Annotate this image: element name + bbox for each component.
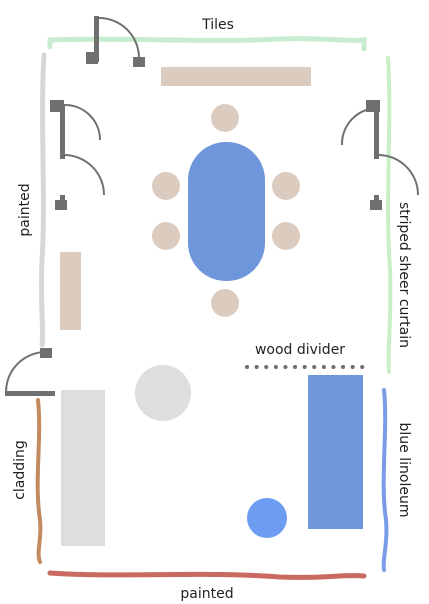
chair-left-1 [152, 172, 180, 200]
door-left-lower[interactable] [5, 348, 55, 396]
label-tiles: Tiles [201, 17, 234, 33]
door-left-upper[interactable] [50, 100, 105, 210]
blue-rug [308, 375, 363, 529]
label-cladding: cladding [12, 440, 28, 500]
label-striped-sheer-curtain: striped sheer curtain [396, 202, 412, 348]
curtain-wall-right-upper [386, 56, 393, 374]
painted-wall-bottom [47, 570, 367, 580]
blue-ball [247, 498, 287, 538]
grey-counter [61, 390, 105, 546]
linoleum-wall-right-lower [381, 388, 389, 572]
grey-round-table [135, 365, 191, 421]
painted-wall-left-upper [38, 52, 47, 348]
chair-right-2 [272, 222, 300, 250]
wood-bench-top [161, 67, 311, 86]
chair-left-2 [152, 222, 180, 250]
chair-top [211, 104, 239, 132]
label-painted-left: painted [17, 183, 33, 236]
label-blue-linoleum: blue linoleum [396, 423, 412, 518]
chair-bottom [211, 289, 239, 317]
tiles-wall-top [47, 36, 367, 52]
door-top[interactable] [86, 16, 145, 67]
cladding-wall-left-lower [35, 398, 43, 564]
dining-table [188, 142, 265, 281]
chair-right-1 [272, 172, 300, 200]
wood-bench-left [60, 252, 81, 330]
label-painted-bottom: painted [180, 586, 233, 602]
label-wood-divider: wood divider [255, 342, 345, 358]
door-right[interactable] [340, 100, 419, 210]
